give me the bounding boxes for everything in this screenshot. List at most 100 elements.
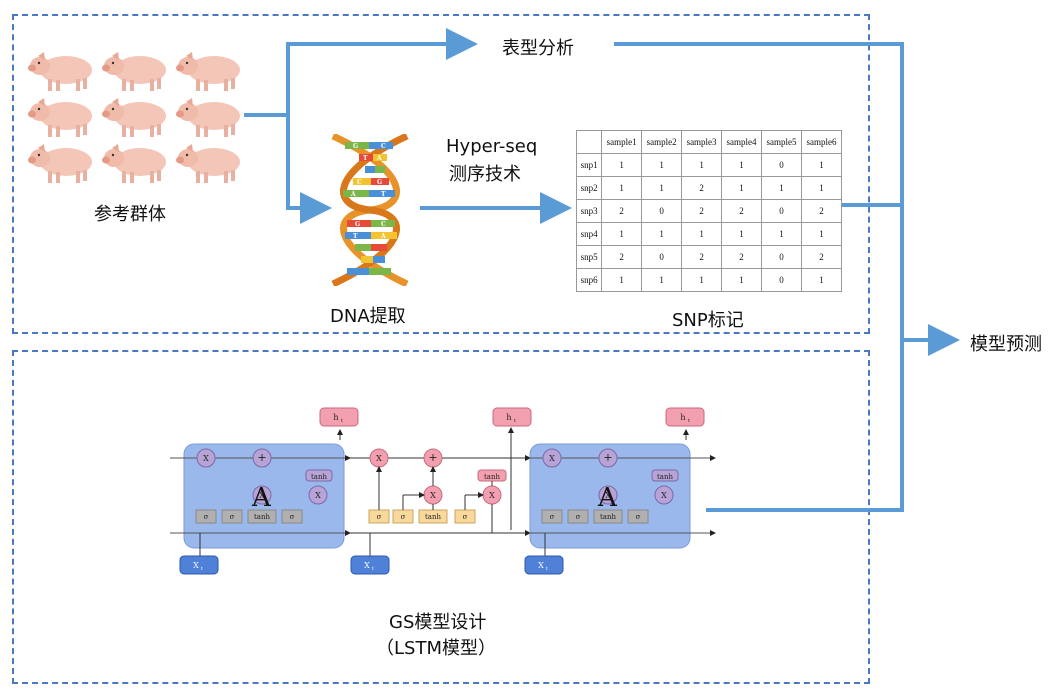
add-op: + bbox=[603, 451, 612, 464]
snp-table-cell: 0 bbox=[761, 153, 802, 177]
dna-extraction-label: DNA提取 bbox=[330, 306, 406, 327]
snp-table-cell: snp4 bbox=[575, 222, 603, 246]
svg-text:T: T bbox=[381, 191, 386, 198]
sigma-gate-label: σ bbox=[463, 513, 468, 521]
snp-table-cell: snp1 bbox=[575, 153, 603, 177]
snp-table-cell: 1 bbox=[800, 268, 843, 292]
input-subscript: t bbox=[372, 566, 374, 572]
snp-table-cell: 1 bbox=[681, 153, 723, 177]
sigma-gate-label: σ bbox=[401, 513, 406, 521]
lstm-diagram: A bbox=[170, 407, 716, 575]
svg-text:T: T bbox=[353, 233, 358, 240]
output-subscript: t bbox=[341, 418, 343, 424]
svg-text:C: C bbox=[381, 143, 386, 150]
snp-table-cell: 1 bbox=[721, 153, 763, 177]
bottom-section-box bbox=[12, 350, 870, 684]
population-label: 参考群体 bbox=[94, 204, 166, 225]
sigma-gate-label: σ bbox=[550, 513, 555, 521]
snp-table-cell: 1 bbox=[641, 176, 683, 200]
sigma-gate-label: σ bbox=[290, 513, 295, 521]
snp-table-cell: 1 bbox=[641, 268, 683, 292]
tanh-gate-label: tanh bbox=[254, 513, 270, 521]
sigma-gate-label: σ bbox=[377, 513, 382, 521]
to-dna-arrow bbox=[286, 115, 332, 224]
svg-text:C: C bbox=[357, 179, 362, 186]
multiply-op: X bbox=[605, 491, 611, 500]
hyperseq-label-line1: Hyper-seq bbox=[446, 136, 538, 157]
lstm-cell-middle bbox=[350, 407, 532, 575]
tanh-label: tanh bbox=[311, 473, 327, 481]
snp-table-cell: 1 bbox=[681, 268, 723, 292]
snp-table-cell: 1 bbox=[800, 176, 843, 200]
svg-text:A: A bbox=[380, 233, 386, 240]
tanh-label: tanh bbox=[484, 473, 500, 481]
snp-label: SNP标记 bbox=[672, 310, 744, 331]
multiply-op: X bbox=[315, 491, 321, 500]
model-to-prediction-line bbox=[706, 340, 904, 512]
snp-table-cell: 1 bbox=[721, 268, 763, 292]
top-section-box bbox=[12, 14, 870, 334]
add-op: + bbox=[428, 451, 437, 464]
snp-table-cell: snp2 bbox=[575, 176, 603, 200]
snp-table-cell: 2 bbox=[800, 199, 843, 223]
snp-table-cell: 1 bbox=[641, 222, 683, 246]
input-x-label: X bbox=[364, 561, 370, 570]
svg-text:A: A bbox=[597, 483, 618, 513]
svg-text:T: T bbox=[363, 155, 368, 162]
svg-text:A: A bbox=[350, 191, 356, 198]
phenotype-to-prediction-line bbox=[614, 42, 904, 340]
multiply-op: X bbox=[376, 454, 382, 463]
svg-text:A: A bbox=[376, 155, 382, 162]
to-phenotype-arrow bbox=[286, 28, 478, 115]
output-subscript: t bbox=[688, 418, 690, 424]
svg-text:C: C bbox=[381, 221, 386, 228]
output-subscript: t bbox=[514, 418, 516, 424]
svg-text:G: G bbox=[377, 179, 382, 186]
gs-model-label-line2: （LSTM模型） bbox=[376, 638, 496, 659]
snp-table-cell: 0 bbox=[761, 245, 802, 269]
hyperseq-label-line2: 测序技术 bbox=[449, 164, 521, 185]
multiply-op: X bbox=[203, 454, 209, 463]
svg-text:G: G bbox=[353, 143, 358, 150]
snp-table-cell: snp3 bbox=[575, 199, 603, 223]
snp-table-cell: 1 bbox=[601, 176, 643, 200]
phenotype-label: 表型分析 bbox=[502, 38, 574, 59]
snp-table-cell: 1 bbox=[601, 222, 643, 246]
sigma-gate-label: σ bbox=[576, 513, 581, 521]
output-h-label: h bbox=[680, 413, 685, 422]
add-op: + bbox=[257, 451, 266, 464]
output-h-label: h bbox=[506, 413, 511, 422]
snp-table-header-cell: sample4 bbox=[721, 130, 763, 154]
dna-helix-icon: G C T A C G A T G C T A bbox=[331, 134, 409, 286]
lstm-cell-left: A bbox=[170, 407, 359, 575]
sigma-gate-label: σ bbox=[204, 513, 209, 521]
input-x-label: X bbox=[538, 561, 544, 570]
gs-model-label-line1: GS模型设计 bbox=[389, 612, 487, 633]
output-h-label: h bbox=[333, 413, 338, 422]
svg-text:G: G bbox=[355, 221, 360, 228]
input-subscript: t bbox=[546, 566, 548, 572]
multiply-op: X bbox=[430, 491, 436, 500]
multiply-op: X bbox=[489, 491, 495, 500]
snp-table-cell: 1 bbox=[800, 222, 843, 246]
lstm-cell-right: A bbox=[524, 407, 716, 575]
tanh-gate-label: tanh bbox=[425, 513, 441, 521]
input-x-label: X bbox=[193, 561, 199, 570]
multiply-op: X bbox=[661, 491, 667, 500]
input-subscript: t bbox=[201, 566, 203, 572]
svg-text:A: A bbox=[251, 483, 272, 513]
sigma-gate-label: σ bbox=[230, 513, 235, 521]
snp-table-cell: 2 bbox=[681, 199, 723, 223]
multiply-op: X bbox=[549, 454, 555, 463]
tanh-label: tanh bbox=[657, 473, 673, 481]
snp-table-cell: snp6 bbox=[575, 268, 603, 292]
sigma-gate-label: σ bbox=[636, 513, 641, 521]
prediction-label: 模型预测 bbox=[970, 334, 1042, 355]
